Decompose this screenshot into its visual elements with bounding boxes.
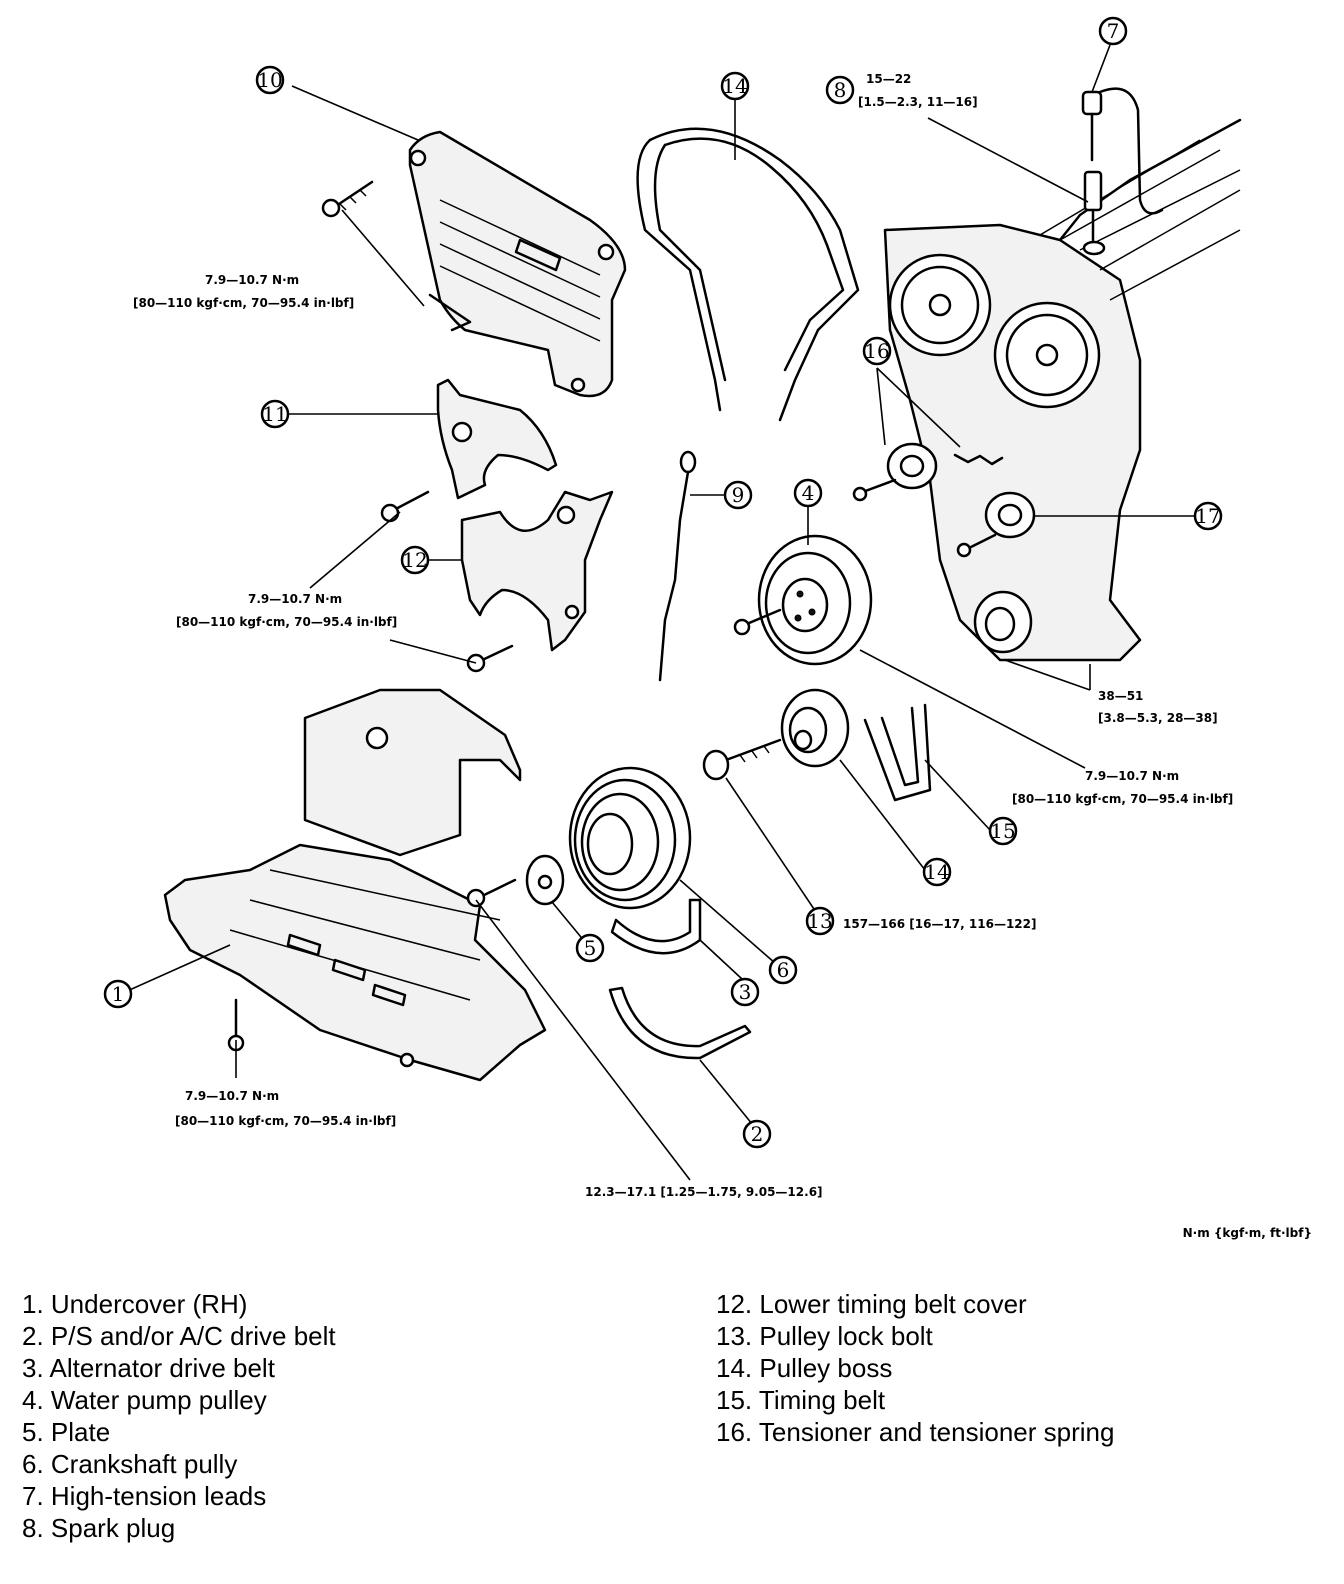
spec-undercover-1: 7.9—10.7 N·m xyxy=(185,1089,279,1103)
callout-12: 12 xyxy=(400,545,430,575)
camshaft-pulley-left xyxy=(888,253,992,357)
svg-text:5: 5 xyxy=(584,936,597,960)
ps-ac-drive-belt xyxy=(608,986,752,1060)
legend-item: 4. Water pump pulley xyxy=(22,1385,267,1415)
spec-plate-bolt: 12.3—17.1 [1.25—1.75, 9.05—12.6] xyxy=(585,1185,823,1199)
svg-text:4: 4 xyxy=(802,481,815,505)
spec-lower-cover-1: 7.9—10.7 N·m xyxy=(248,592,342,606)
callout-9: 9 xyxy=(723,480,753,510)
svg-text:3: 3 xyxy=(739,980,752,1004)
legend-item: 5. Plate xyxy=(22,1417,111,1447)
timing-belt xyxy=(636,127,860,422)
torque-specs: 7.9—10.7 N·m [80—110 kgf·cm, 70—95.4 in·… xyxy=(133,72,1312,1240)
spec-water-pump-2: [80—110 kgf·cm, 70—95.4 in·lbf] xyxy=(1012,792,1233,806)
svg-text:7: 7 xyxy=(1107,19,1120,43)
callout-17: 17 xyxy=(1193,501,1223,531)
spec-spark-plug-1: 15—22 xyxy=(866,72,911,86)
svg-text:14: 14 xyxy=(924,860,949,884)
svg-text:16: 16 xyxy=(864,339,889,363)
svg-text:15: 15 xyxy=(990,819,1015,843)
alternator-drive-belt xyxy=(610,898,702,955)
svg-text:9: 9 xyxy=(732,483,745,507)
callout-2: 2 xyxy=(742,1119,772,1149)
idler-pulley xyxy=(984,491,1036,539)
plate-bolt xyxy=(466,878,517,908)
svg-text:13: 13 xyxy=(807,909,832,933)
svg-text:1: 1 xyxy=(112,982,125,1006)
spec-water-pump-1: 7.9—10.7 N·m xyxy=(1085,769,1179,783)
legend-item: 2. P/S and/or A/C drive belt xyxy=(22,1321,336,1351)
legend-left: 1. Undercover (RH) 2. P/S and/or A/C dri… xyxy=(22,1288,336,1544)
svg-text:8: 8 xyxy=(834,78,847,102)
svg-text:2: 2 xyxy=(751,1122,764,1146)
spec-lower-cover-2: [80—110 kgf·cm, 70—95.4 in·lbf] xyxy=(176,615,397,629)
plate xyxy=(525,854,565,906)
svg-text:6: 6 xyxy=(777,958,790,982)
svg-text:12: 12 xyxy=(402,548,427,572)
svg-text:10: 10 xyxy=(257,68,282,92)
callout-1: 1 xyxy=(103,979,133,1009)
legend-item: 14. Pulley boss xyxy=(716,1353,893,1383)
tensioner-bolts xyxy=(852,478,997,558)
callout-6: 6 xyxy=(768,955,798,985)
legend-item: 1. Undercover (RH) xyxy=(22,1289,248,1319)
legend-item: 16. Tensioner and tensioner spring xyxy=(716,1417,1115,1447)
legend-item: 13. Pulley lock bolt xyxy=(716,1321,933,1351)
spec-tensioner-2: [3.8—5.3, 28—38] xyxy=(1098,711,1218,725)
legend-item: 15. Timing belt xyxy=(716,1385,886,1415)
svg-text:17: 17 xyxy=(1195,504,1220,528)
lower-timing-belt-cover xyxy=(460,490,614,652)
spec-upper-cover-2: [80—110 kgf·cm, 70—95.4 in·lbf] xyxy=(133,296,354,310)
callout-14-bottom: 14 xyxy=(922,857,952,887)
water-pump-pulley xyxy=(757,534,873,666)
callout-16: 16 xyxy=(862,336,892,366)
callout-11: 11 xyxy=(260,399,290,429)
legend-item: 6. Crankshaft pully xyxy=(22,1449,238,1479)
spec-upper-cover-1: 7.9—10.7 N·m xyxy=(205,273,299,287)
callout-4: 4 xyxy=(793,478,823,508)
callout-15: 15 xyxy=(988,816,1018,846)
timing-belt-lower xyxy=(863,703,932,802)
callout-3: 3 xyxy=(730,977,760,1007)
tensioner xyxy=(886,442,938,490)
belt-guide-rod xyxy=(658,450,697,682)
tensioner-spring xyxy=(953,453,1004,466)
spec-undercover-2: [80—110 kgf·cm, 70—95.4 in·lbf] xyxy=(175,1114,396,1128)
water-pump-pulley-bolt xyxy=(733,608,782,636)
callout-13: 13 xyxy=(805,906,835,936)
legend-item: 3. Alternator drive belt xyxy=(22,1353,275,1383)
spec-lock-bolt: 157—166 [16—17, 116—122] xyxy=(843,917,1036,931)
callout-14-top: 14 xyxy=(720,71,750,101)
callout-7: 7 xyxy=(1098,16,1128,46)
crankshaft-timing-pulley xyxy=(973,590,1033,654)
spec-tensioner-1: 38—51 xyxy=(1098,689,1143,703)
pulley-lock-bolt xyxy=(702,738,782,781)
svg-text:14: 14 xyxy=(722,74,747,98)
legend-item: 12. Lower timing belt cover xyxy=(716,1289,1027,1319)
spec-spark-plug-2: [1.5—2.3, 11—16] xyxy=(858,95,978,109)
middle-timing-belt-cover xyxy=(436,378,558,500)
camshaft-pulley-right xyxy=(993,301,1101,409)
legend-right: 12. Lower timing belt cover 13. Pulley l… xyxy=(716,1288,1114,1448)
crankshaft-pulley xyxy=(568,766,692,910)
callout-10: 10 xyxy=(255,65,285,95)
legend-item: 8. Spark plug xyxy=(22,1513,176,1543)
legend-item: 7. High-tension leads xyxy=(22,1481,267,1511)
spark-plug xyxy=(1082,170,1106,256)
upper-cover-bolt xyxy=(321,180,374,218)
units-note: N·m {kgf·m, ft·lbf} xyxy=(1183,1226,1312,1240)
callout-8: 8 xyxy=(825,75,855,105)
high-tension-lead xyxy=(1081,87,1164,215)
svg-text:11: 11 xyxy=(262,402,287,426)
callout-5: 5 xyxy=(575,933,605,963)
undercover-rh xyxy=(163,688,547,1082)
upper-timing-belt-cover xyxy=(408,130,627,398)
callouts: 10 14 7 8 11 12 9 4 16 17 1 5 3 6 2 13 1… xyxy=(103,16,1223,1149)
pulley-boss xyxy=(780,688,850,768)
